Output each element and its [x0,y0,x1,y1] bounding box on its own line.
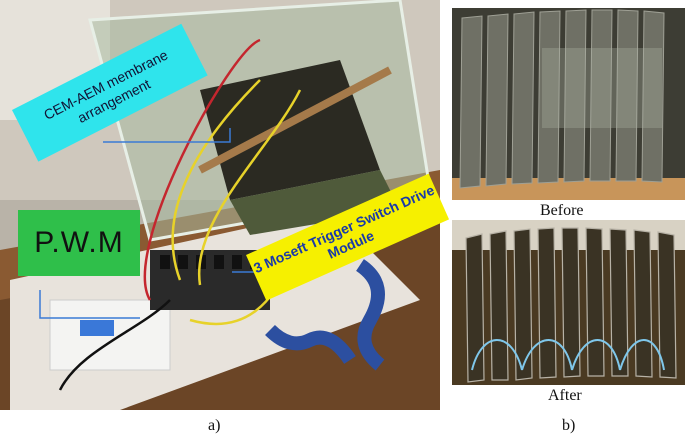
panel-b-caption: b) [562,417,576,434]
after-label: After [548,387,582,404]
before-label: Before [540,202,584,219]
membranes-before-photo [452,8,685,200]
pwm-callout: P.W.M [18,210,140,276]
panel-a-caption: a) [208,417,221,434]
membranes-after-photo [452,220,685,385]
